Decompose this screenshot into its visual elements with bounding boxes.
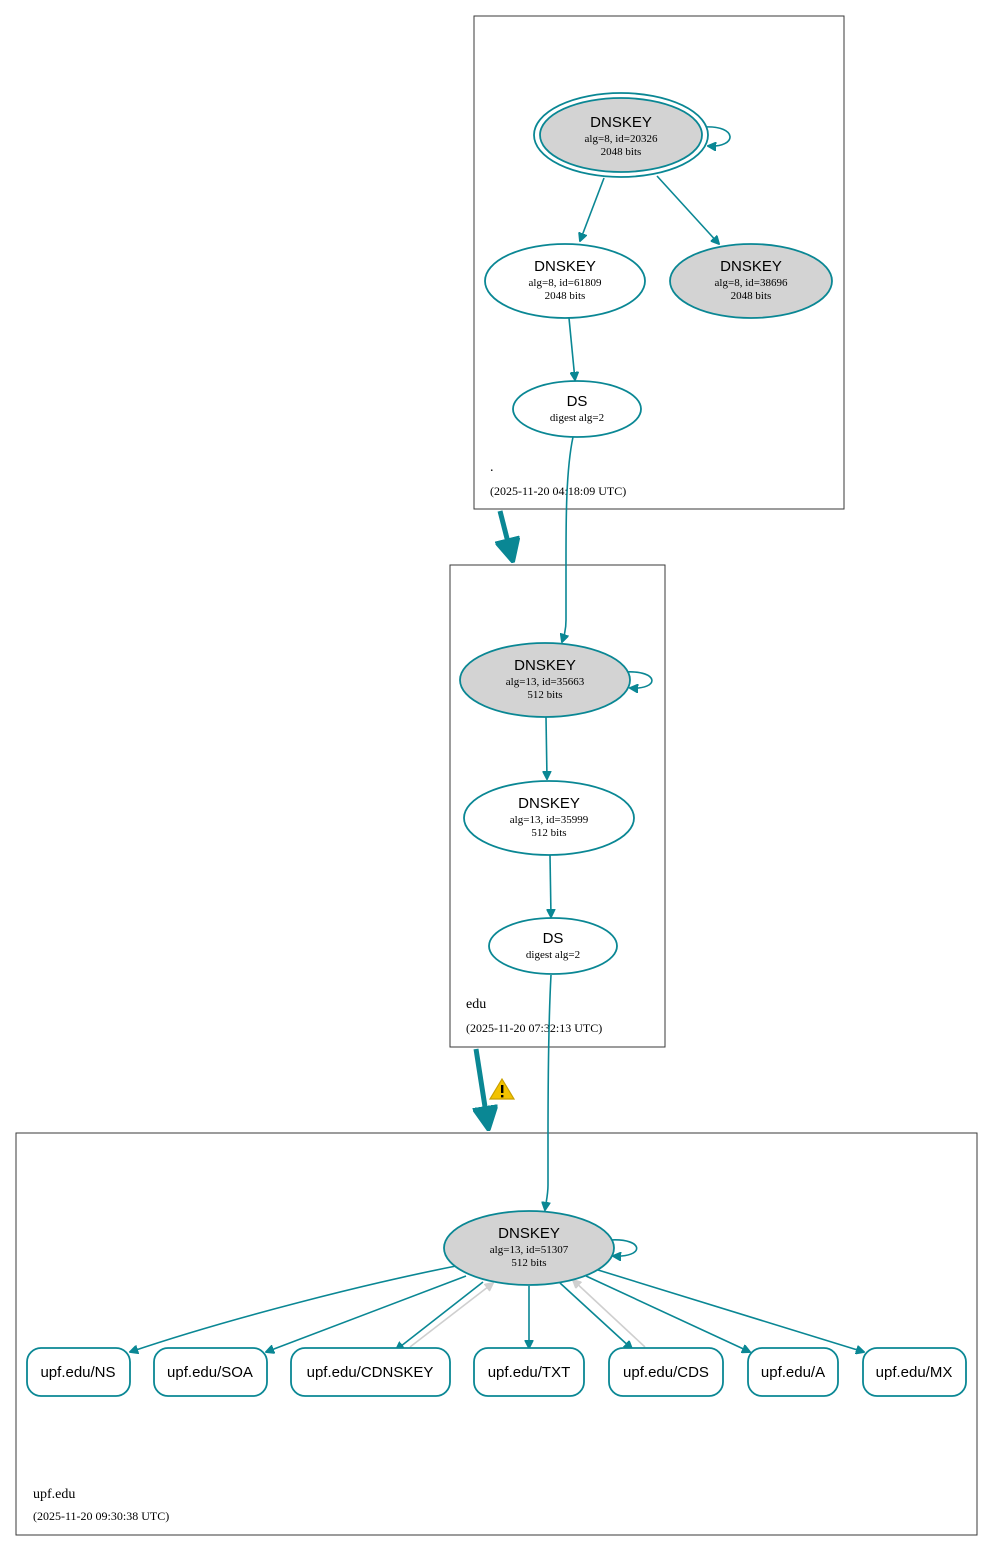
rrset-label: upf.edu/NS (40, 1364, 115, 1381)
node-key-info: alg=13, id=35999 (510, 814, 589, 826)
rrset-label: upf.edu/TXT (488, 1364, 571, 1381)
zone-edu-box (449, 564, 666, 1048)
node-title: DNSKEY (720, 258, 782, 275)
edge-upf-key-to-soa (266, 1275, 467, 1352)
root-ksk-node[interactable]: DNSKEY alg=8, id=20326 2048 bits (533, 92, 709, 178)
edge-upf-key-self (609, 1239, 638, 1256)
zone-upf-name: upf.edu (33, 1487, 75, 1502)
edge-root-zsk1-to-ds (568, 317, 575, 380)
edge-upf-key-to-mx (597, 1269, 864, 1352)
edge-upf-key-to-ns (130, 1265, 457, 1352)
node-key-size: 2048 bits (731, 290, 772, 302)
node-title: DNSKEY (590, 114, 652, 131)
edge-upf-key-to-a (585, 1275, 750, 1352)
edu-ksk-node[interactable]: DNSKEY alg=13, id=35663 512 bits (459, 642, 631, 718)
node-key-info: alg=8, id=20326 (585, 133, 658, 145)
node-title: DNSKEY (498, 1225, 560, 1242)
edge-edu-ds-to-upf-key (545, 974, 552, 1210)
node-key-info: alg=8, id=38696 (715, 277, 788, 289)
node-digest-info: digest alg=2 (550, 412, 604, 424)
node-key-size: 512 bits (527, 689, 562, 701)
edge-edu-ksk-to-zsk (546, 716, 547, 779)
root-ds-node[interactable]: DS digest alg=2 (512, 380, 642, 438)
zone-root-box (473, 15, 845, 510)
rrset-label: upf.edu/SOA (167, 1364, 253, 1381)
node-key-info: alg=13, id=51307 (490, 1244, 569, 1256)
rrset-cds-node[interactable]: upf.edu/CDS (608, 1347, 724, 1397)
edge-upf-key-to-cds (559, 1282, 632, 1349)
rrset-label: upf.edu/CDS (623, 1364, 709, 1381)
node-key-size: 512 bits (531, 827, 566, 839)
edge-upf-key-to-cdnskey (396, 1281, 484, 1350)
edge-cds-to-upf-key (573, 1280, 646, 1348)
upf-key-node[interactable]: DNSKEY alg=13, id=51307 512 bits (443, 1210, 615, 1286)
rrset-soa-node[interactable]: upf.edu/SOA (153, 1347, 268, 1397)
warning-triangle-icon[interactable] (488, 1077, 516, 1100)
zone-root-timestamp: (2025-11-20 04:18:09 UTC) (490, 484, 626, 498)
zone-edu-timestamp: (2025-11-20 07:32:13 UTC) (466, 1021, 602, 1035)
delegation-edu-to-upf (476, 1048, 488, 1126)
edu-zsk-node[interactable]: DNSKEY alg=13, id=35999 512 bits (463, 780, 635, 856)
rrset-label: upf.edu/MX (876, 1364, 953, 1381)
node-key-info: alg=13, id=35663 (506, 676, 585, 688)
node-title: DS (543, 930, 564, 947)
rrset-ns-node[interactable]: upf.edu/NS (26, 1347, 131, 1397)
node-key-size: 2048 bits (545, 290, 586, 302)
edge-edu-ksk-self (624, 671, 653, 688)
rrset-label: upf.edu/CDNSKEY (307, 1364, 434, 1381)
zone-root-name: . (490, 460, 494, 475)
edge-root-ds-to-edu-ksk (562, 436, 574, 642)
edge-root-ksk-to-zsk2 (656, 175, 719, 244)
node-title: DNSKEY (514, 657, 576, 674)
rrset-label: upf.edu/A (761, 1364, 825, 1381)
zone-upf-box (15, 1132, 978, 1536)
node-key-size: 512 bits (511, 1257, 546, 1269)
edu-ds-node[interactable]: DS digest alg=2 (488, 917, 618, 975)
edge-cdnskey-to-upf-key (409, 1283, 493, 1348)
node-title: DS (567, 393, 588, 410)
delegation-root-to-edu (500, 510, 512, 558)
root-zsk-38696-node[interactable]: DNSKEY alg=8, id=38696 2048 bits (669, 243, 833, 319)
rrset-cdnskey-node[interactable]: upf.edu/CDNSKEY (290, 1347, 451, 1397)
node-title: DNSKEY (534, 258, 596, 275)
rrset-a-node[interactable]: upf.edu/A (747, 1347, 839, 1397)
node-title: DNSKEY (518, 795, 580, 812)
root-zsk-61809-node[interactable]: DNSKEY alg=8, id=61809 2048 bits (484, 243, 646, 319)
rrset-mx-node[interactable]: upf.edu/MX (862, 1347, 967, 1397)
edge-root-ksk-to-zsk1 (580, 177, 605, 241)
edge-root-ksk-self (703, 126, 731, 146)
node-digest-info: digest alg=2 (526, 949, 580, 961)
zone-edu-name: edu (466, 997, 486, 1012)
rrset-txt-node[interactable]: upf.edu/TXT (473, 1347, 585, 1397)
node-key-info: alg=8, id=61809 (529, 277, 602, 289)
edge-edu-zsk-to-ds (550, 854, 551, 917)
zone-upf-timestamp: (2025-11-20 09:30:38 UTC) (33, 1509, 169, 1523)
node-key-size: 2048 bits (601, 146, 642, 158)
